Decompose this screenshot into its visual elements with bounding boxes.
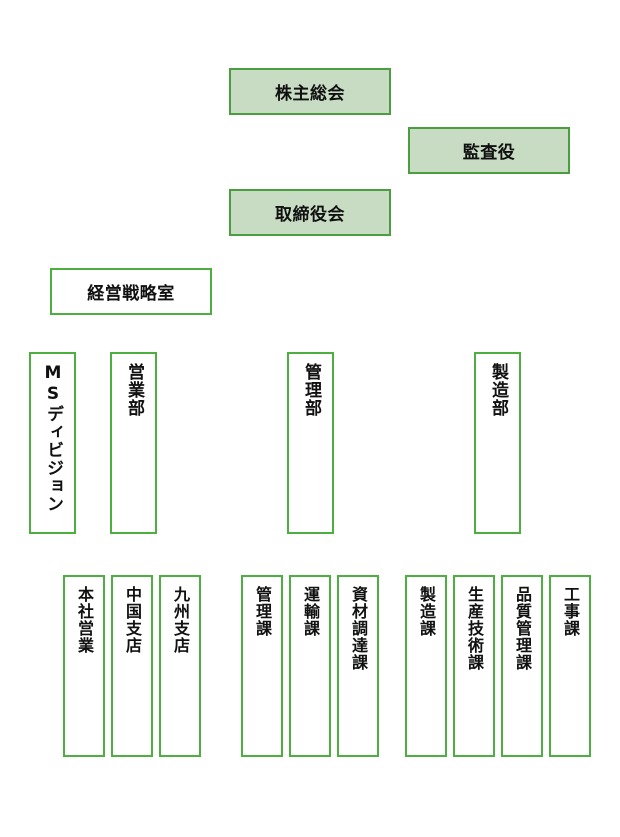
node-strategy-office: 経営戦略室 xyxy=(50,268,212,315)
node-head-office-sales: 本社営業 xyxy=(63,575,105,757)
node-production-engineering-section: 生産技術課 xyxy=(453,575,495,757)
node-label: 経営戦略室 xyxy=(87,284,175,304)
node-label: 中国支店 xyxy=(123,586,142,654)
node-sales-department: 営業部 xyxy=(110,352,157,534)
node-label: 運輸課 xyxy=(301,586,320,637)
node-label: 本社営業 xyxy=(75,586,94,654)
node-label: 資材調達課 xyxy=(349,586,368,671)
node-board-of-directors: 取締役会 xyxy=(229,189,391,236)
node-management-section: 管理課 xyxy=(241,575,283,757)
node-label: 九州支店 xyxy=(171,586,190,654)
node-label: 取締役会 xyxy=(275,205,345,225)
node-chugoku-branch: 中国支店 xyxy=(111,575,153,757)
node-label: 品質管理課 xyxy=(513,586,532,671)
node-label: MSディビジョン xyxy=(43,363,63,513)
node-kyushu-branch: 九州支店 xyxy=(159,575,201,757)
node-construction-section: 工事課 xyxy=(549,575,591,757)
node-ms-division: MSディビジョン xyxy=(29,352,76,534)
node-administration-department: 管理部 xyxy=(287,352,334,534)
node-label: 製造課 xyxy=(417,586,436,637)
node-label: 製造部 xyxy=(488,363,508,417)
node-label: 生産技術課 xyxy=(465,586,484,671)
node-quality-control-section: 品質管理課 xyxy=(501,575,543,757)
node-manufacturing-department: 製造部 xyxy=(474,352,521,534)
node-label: 営業部 xyxy=(124,363,144,417)
node-label: 管理課 xyxy=(253,586,272,637)
node-transport-section: 運輸課 xyxy=(289,575,331,757)
node-procurement-section: 資材調達課 xyxy=(337,575,379,757)
node-label: 工事課 xyxy=(561,586,580,637)
node-label: 株主総会 xyxy=(275,84,345,104)
node-label: 管理部 xyxy=(301,363,321,417)
node-manufacturing-section: 製造課 xyxy=(405,575,447,757)
node-auditor: 監査役 xyxy=(408,127,570,174)
node-label: 監査役 xyxy=(462,143,516,163)
node-shareholders-meeting: 株主総会 xyxy=(229,68,391,115)
